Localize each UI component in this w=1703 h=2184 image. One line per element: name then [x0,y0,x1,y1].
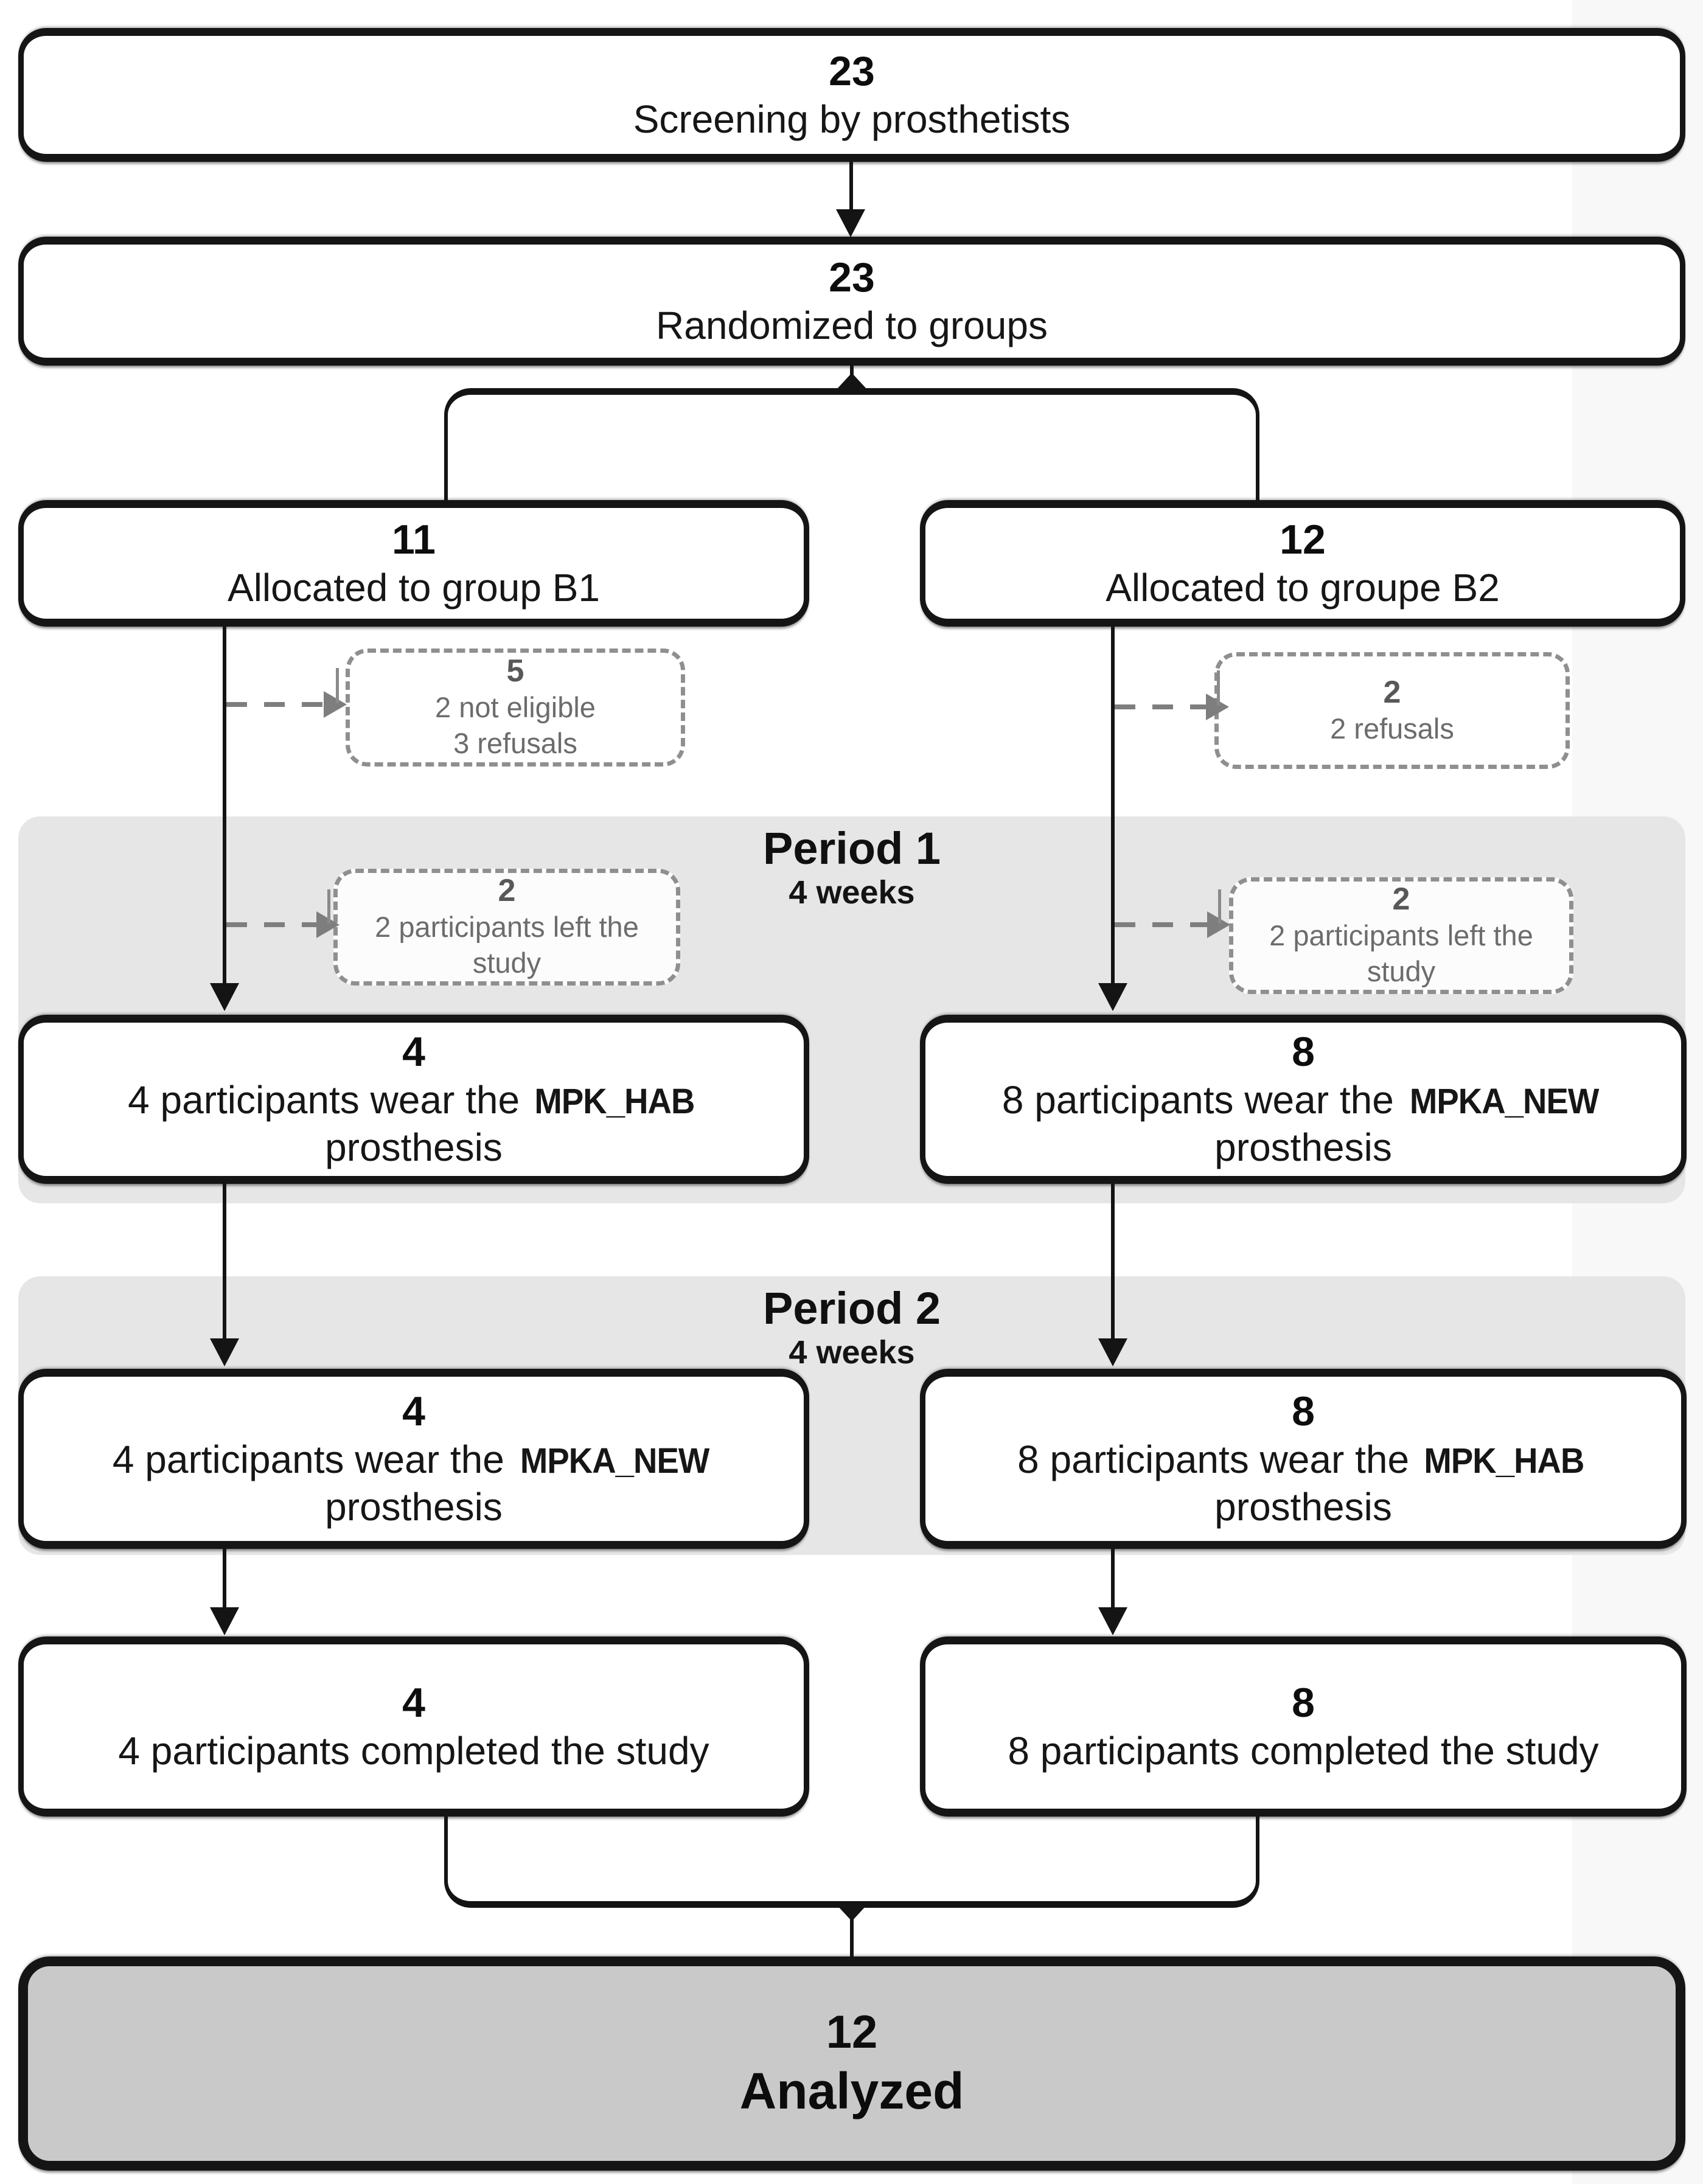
merge-stem [850,1907,854,1958]
randomized-count: 23 [829,254,875,301]
split-bracket [444,388,1259,500]
excluded-b1-arrow-line [226,702,324,707]
connector-b2-period1 [1111,627,1115,983]
wear-p1-b2-prefix: 8 participants wear the [1001,1078,1394,1122]
split-junction-flare [837,373,867,389]
period-2-duration: 4 weeks [789,1334,915,1371]
completed-b2-box: 8 8 participants completed the study [920,1636,1687,1817]
wear-p2-b2-device: MPK_HAB [1424,1441,1584,1481]
wear-p1-b1-prefix: 4 participants wear the [128,1078,520,1122]
wear-p1-b1-suffix: prosthesis [325,1125,503,1170]
dropout-p1-b1-label: 2 participants left the study [375,911,639,979]
wear-p2-b2-count: 8 [1292,1388,1315,1435]
dropout-p1-b1-arrow-tick [327,889,330,923]
excluded-b2-box: 2 2 refusals [1214,652,1570,769]
connector-b1-period1 [223,627,226,983]
allocated-b2-box: 12 Allocated to groupe B2 [920,500,1685,627]
wear-p2-b2-line: 8 participants wear the MPK_HAB [1017,1436,1589,1483]
completed-b1-count: 4 [402,1679,425,1726]
wear-p2-b2-prefix: 8 participants wear the [1017,1438,1410,1482]
connector-b1-completed [223,1549,226,1608]
allocated-b2-count: 12 [1280,516,1326,563]
excluded-b1-count: 5 [506,653,524,689]
wear-p1-b1-box: 4 4 participants wear the MPK_HAB prosthe… [18,1015,809,1184]
screening-count: 23 [829,47,875,94]
completed-b2-count: 8 [1292,1679,1315,1726]
dropout-p1-b2-arrow-tick [1218,889,1221,923]
wear-p2-b1-suffix: prosthesis [325,1485,503,1529]
completed-b1-box: 4 4 participants completed the study [18,1636,809,1817]
screening-box: 23 Screening by prosthetists [18,28,1685,162]
connector-screening-randomized [849,162,853,212]
excluded-b1-line2: 3 refusals [453,726,577,759]
excluded-b2-arrow-tick [1217,670,1220,706]
randomized-box: 23 Randomized to groups [18,237,1685,366]
wear-p1-b1-device: MPK_HAB [534,1082,695,1122]
dropout-p1-b2-label: 2 participants left the study [1269,919,1533,987]
allocated-b1-count: 11 [392,516,436,563]
dropout-p1-b1-box: 2 2 participants left the study [333,869,680,986]
arrowhead-wear-p2-b1 [210,1338,239,1366]
period-2-title: Period 2 [763,1283,941,1334]
wear-p1-b1-line: 4 participants wear the MPK_HAB [128,1076,700,1124]
arrowhead-randomized [836,209,865,237]
wear-p2-b1-count: 4 [402,1388,425,1435]
connector-b1-period2 [223,1184,226,1338]
wear-p2-b1-device: MPKA_NEW [520,1441,709,1481]
arrowhead-wear-p1-b2 [1098,983,1127,1011]
excluded-b2-arrow-line [1115,704,1207,709]
wear-p1-b2-device: MPKA_NEW [1409,1082,1599,1122]
wear-p2-b1-box: 4 4 participants wear the MPKA_NEW prosth… [18,1369,809,1549]
completed-b1-label: 4 participants completed the study [118,1729,709,1773]
wear-p1-b1-count: 4 [402,1028,425,1075]
period-1-title: Period 1 [763,823,941,874]
period-1-duration: 4 weeks [789,874,915,911]
arrowhead-completed-b2 [1098,1607,1127,1635]
wear-p1-b2-box: 8 8 participants wear the MPKA_NEW prosth… [920,1015,1687,1184]
completed-b2-label: 8 participants completed the study [1008,1729,1599,1773]
allocated-b1-label: Allocated to group B1 [228,566,600,610]
analyzed-count: 12 [826,2006,878,2058]
wear-p2-b2-box: 8 8 participants wear the MPK_HAB prosthe… [920,1369,1687,1549]
dropout-p1-b2-box: 2 2 participants left the study [1229,877,1573,994]
excluded-b1-arrowhead [324,691,347,718]
connector-b2-period2 [1111,1184,1115,1338]
wear-p1-b2-suffix: prosthesis [1214,1125,1392,1170]
allocated-b2-label: Allocated to groupe B2 [1106,566,1500,610]
arrowhead-completed-b1 [210,1607,239,1635]
screening-label: Screening by prosthetists [633,97,1071,142]
connector-b2-completed [1111,1549,1115,1608]
randomized-label: Randomized to groups [656,304,1048,348]
arrowhead-wear-p2-b2 [1098,1338,1127,1366]
wear-p1-b2-count: 8 [1292,1028,1315,1075]
wear-p2-b2-suffix: prosthesis [1214,1485,1392,1529]
allocated-b1-box: 11 Allocated to group B1 [18,500,809,627]
dropout-p1-b1-arrow-line [226,922,316,927]
merge-bracket [444,1817,1259,1908]
wear-p1-b2-line: 8 participants wear the MPKA_NEW [1002,1076,1604,1124]
dropout-p1-b2-arrow-line [1115,922,1207,927]
dropout-p1-b1-count: 2 [498,873,516,909]
excluded-b2-line1: 2 refusals [1330,712,1454,745]
dropout-p1-b2-count: 2 [1392,882,1410,917]
wear-p2-b1-line: 4 participants wear the MPKA_NEW [113,1436,715,1483]
excluded-b1-arrow-tick [336,668,339,703]
arrowhead-wear-p1-b1 [210,983,239,1011]
excluded-b1-box: 5 2 not eligible 3 refusals [346,649,685,767]
wear-p2-b1-prefix: 4 participants wear the [112,1438,504,1482]
analyzed-box: 12 Analyzed [18,1956,1685,2171]
excluded-b1-line1: 2 not eligible [435,691,596,724]
excluded-b2-count: 2 [1383,674,1401,710]
analyzed-label: Analyzed [739,2062,964,2120]
